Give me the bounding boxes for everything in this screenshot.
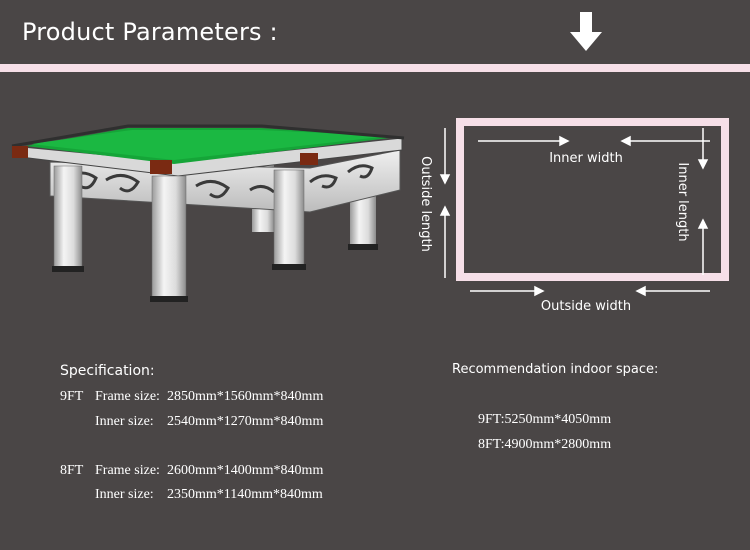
dimension-diagram: Inner width Outside width Inner length O… bbox=[418, 118, 729, 314]
frame-size-label: Frame size: bbox=[95, 463, 160, 478]
header: Product Parameters : bbox=[0, 0, 750, 74]
model-size: 8FT bbox=[60, 463, 84, 478]
outer-frame bbox=[456, 118, 729, 281]
outside-width-label: Outside width bbox=[541, 299, 631, 314]
outside-length-label: Outside length bbox=[418, 156, 433, 252]
pool-table-image bbox=[11, 124, 405, 302]
frame-size-value: 2600mm*1400mm*840mm bbox=[167, 463, 324, 478]
inner-size-value: 2540mm*1270mm*840mm bbox=[167, 414, 324, 429]
inner-length-label: Inner length bbox=[675, 162, 690, 241]
specification-title: Specification: bbox=[60, 363, 155, 379]
frame-size-value: 2850mm*1560mm*840mm bbox=[167, 389, 324, 404]
frame-size-label: Frame size: bbox=[95, 389, 160, 404]
down-arrow-icon bbox=[570, 12, 602, 51]
inner-size-value: 2350mm*1140mm*840mm bbox=[167, 487, 323, 502]
inner-size-label: Inner size: bbox=[95, 487, 154, 502]
page-title: Product Parameters : bbox=[22, 18, 278, 46]
header-divider bbox=[0, 64, 750, 72]
recommendation-title: Recommendation indoor space: bbox=[452, 362, 659, 377]
inner-size-label: Inner size: bbox=[95, 414, 154, 429]
recommendation-item: 8FT:4900mm*2800mm bbox=[478, 437, 612, 452]
recommendation-item: 9FT:5250mm*4050mm bbox=[478, 412, 612, 427]
inner-width-label: Inner width bbox=[549, 151, 623, 166]
model-size: 9FT bbox=[60, 389, 84, 404]
